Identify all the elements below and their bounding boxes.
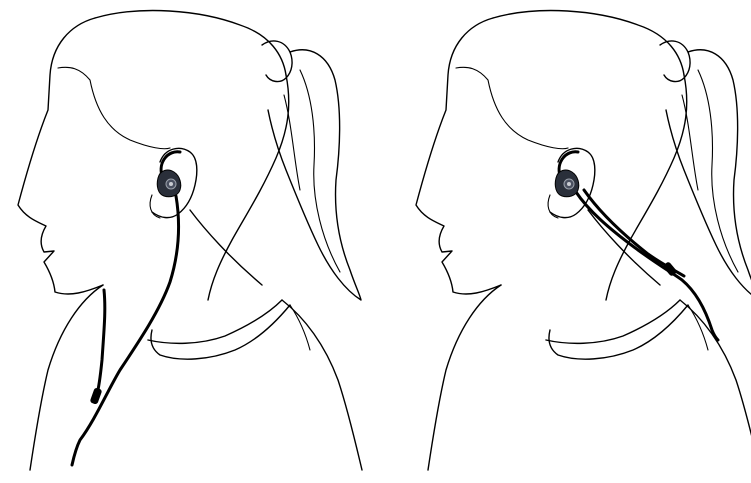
cable-splitter-left: [90, 387, 103, 405]
person-outline-right: [416, 11, 751, 470]
earphone-right: [555, 170, 579, 197]
person-outline-left: [18, 11, 362, 470]
figure-cable-down: [18, 11, 362, 470]
cable-right: [576, 192, 718, 340]
cable-strand-left: [96, 290, 105, 398]
figure-over-ear: [416, 11, 751, 470]
earphone-left: [157, 170, 181, 197]
cable-left: [72, 196, 178, 465]
